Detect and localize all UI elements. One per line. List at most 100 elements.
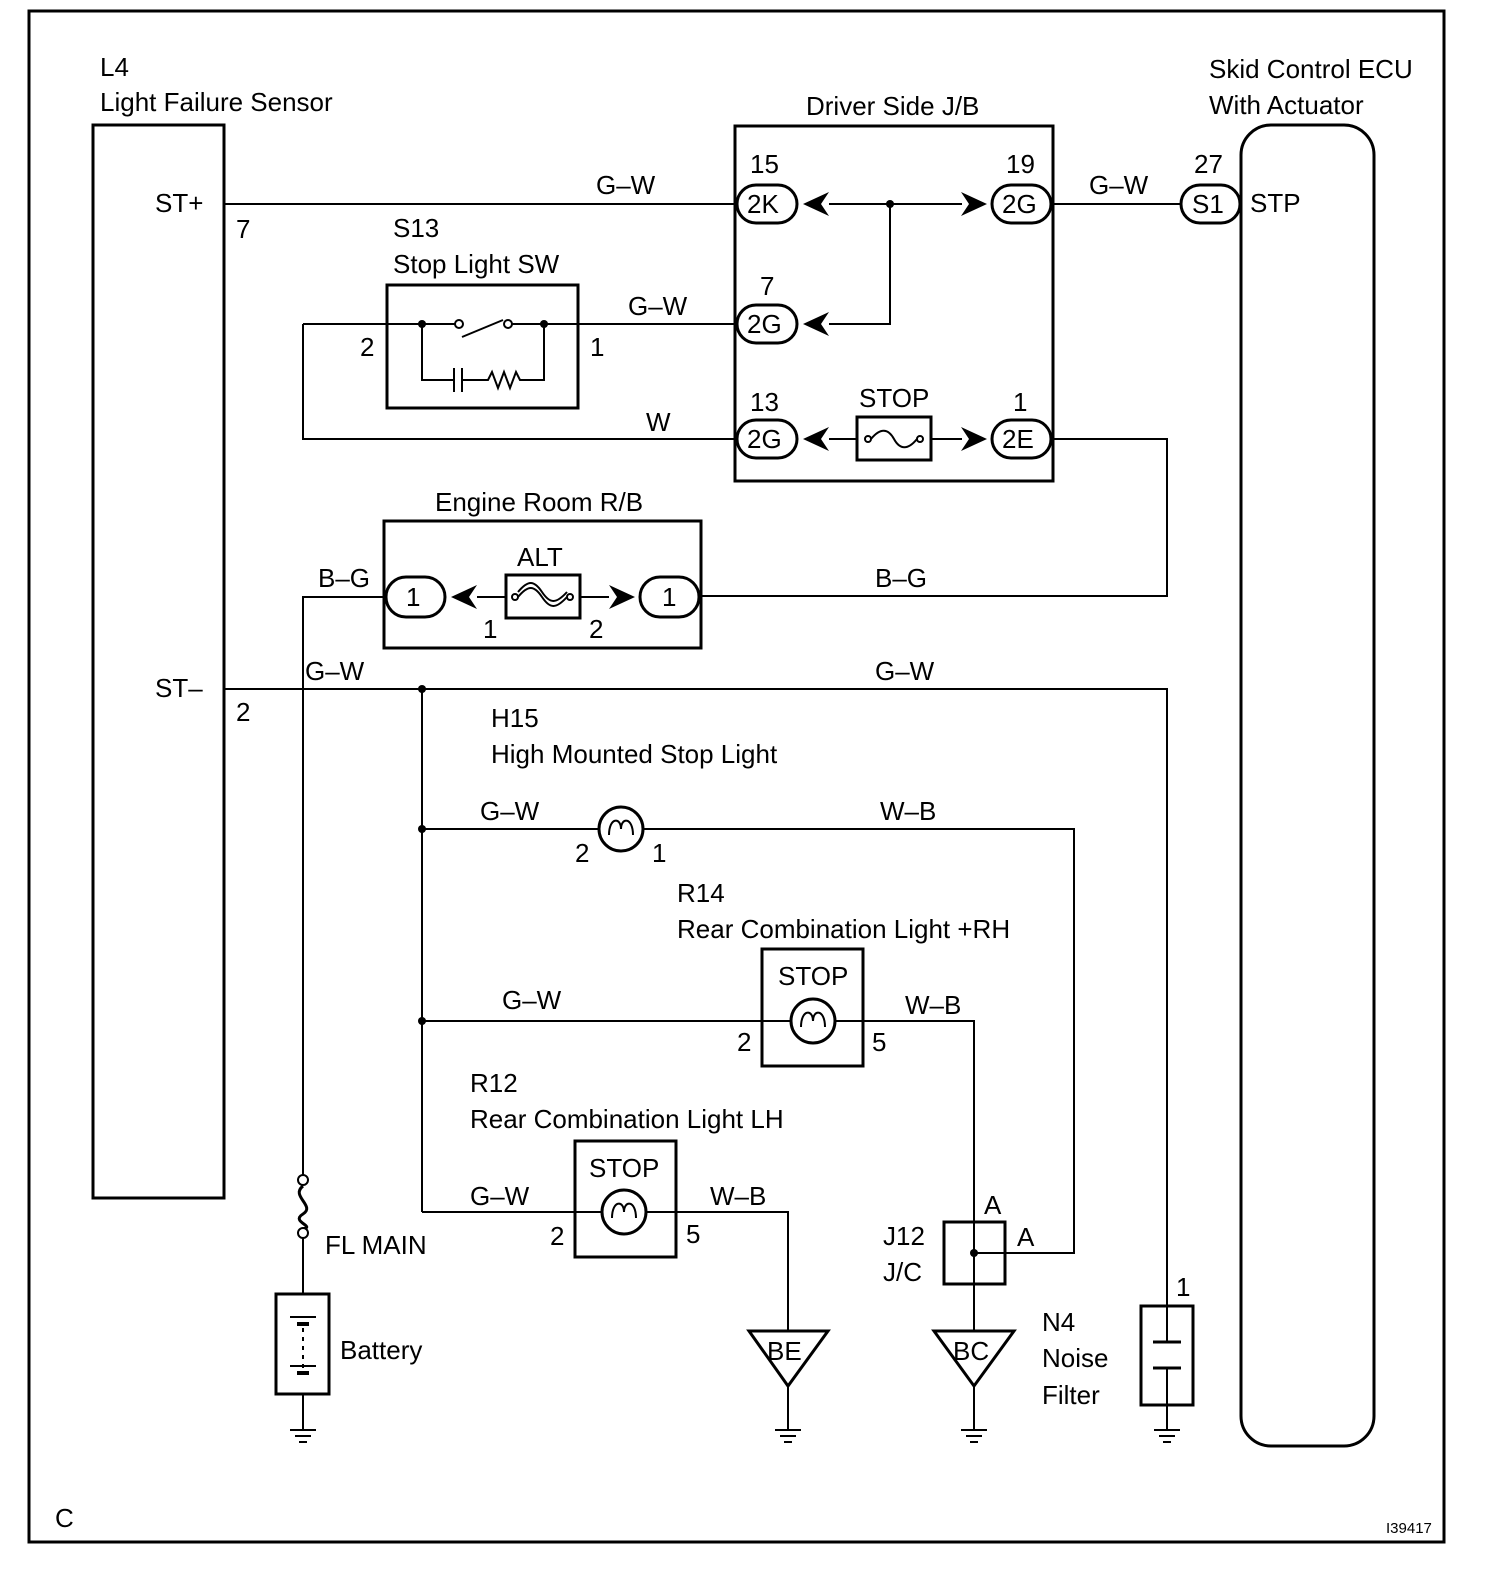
r12-ref: R12 xyxy=(470,1068,518,1098)
fusible-link-icon xyxy=(297,1174,309,1239)
jb-2e-num: 1 xyxy=(1013,387,1027,417)
battery-label: Battery xyxy=(340,1335,422,1365)
s13-pin-right: 1 xyxy=(590,332,604,362)
ground-icon xyxy=(774,1429,802,1443)
ground-icon xyxy=(931,1329,1017,1389)
ground-icon xyxy=(1153,1429,1181,1443)
arrow-icon xyxy=(803,192,829,216)
connector-2k-label: 2K xyxy=(747,189,779,219)
ecu-pin-num: 27 xyxy=(1194,149,1223,179)
jb-2g13-num: 13 xyxy=(750,387,779,417)
rb-connector-right xyxy=(638,575,701,619)
jb-2g7-num: 7 xyxy=(760,271,774,301)
ecu-name-line1: Skid Control ECU xyxy=(1209,54,1413,84)
driver-side-jb xyxy=(733,124,1055,483)
r14-pin-left: 2 xyxy=(737,1027,751,1057)
arrow-icon xyxy=(961,192,987,216)
r12-pin-left: 2 xyxy=(550,1221,564,1251)
jb-fuse-label: STOP xyxy=(859,383,929,413)
l4-pin-st-plus-num: 7 xyxy=(236,214,250,244)
corner-label: C xyxy=(55,1503,74,1533)
bulb-icon xyxy=(597,805,645,853)
wire-label-st-minus-left: G–W xyxy=(305,656,365,686)
ground-icon xyxy=(289,1429,317,1443)
connector-2g-13-label: 2G xyxy=(747,424,782,454)
battery-icon xyxy=(274,1292,331,1396)
diagram-frame xyxy=(27,9,1446,1544)
j12-pin-right: A xyxy=(1017,1222,1035,1252)
h15-ref: H15 xyxy=(491,703,539,733)
s13-name: Stop Light SW xyxy=(393,249,560,279)
jb-2k-num: 15 xyxy=(750,149,779,179)
jb-2g19-num: 19 xyxy=(1006,149,1035,179)
rb-fuse-label: ALT xyxy=(517,542,563,572)
s13-pin-left: 2 xyxy=(360,332,374,362)
wire-label-s13-stop: W xyxy=(646,407,671,437)
arrow-icon xyxy=(803,427,829,451)
s13-ref: S13 xyxy=(393,213,439,243)
arrow-icon xyxy=(961,427,987,451)
ground-be-label: BE xyxy=(767,1336,802,1366)
rb-connector-left-label: 1 xyxy=(406,582,420,612)
rb-pin-left: 1 xyxy=(483,614,497,644)
r14-name: Rear Combination Light +RH xyxy=(677,914,1010,944)
ground-bc-label: BC xyxy=(953,1336,989,1366)
connector-2g-7-label: 2G xyxy=(747,309,782,339)
fl-main-label: FL MAIN xyxy=(325,1230,427,1260)
ecu-pin-stp: STP xyxy=(1250,188,1301,218)
wire-label-alt-right: B–G xyxy=(875,563,927,593)
l4-pin-st-minus: ST– xyxy=(155,673,203,703)
bulb-icon xyxy=(600,1188,648,1236)
wire-label-h15-left: G–W xyxy=(480,796,540,826)
wire-label-st-plus-jb: G–W xyxy=(596,170,656,200)
r14-lamp-label: STOP xyxy=(778,961,848,991)
wire-label-r12-right: W–B xyxy=(710,1181,766,1211)
connector-2e-label: 2E xyxy=(1002,424,1034,454)
j12-pin-top: A xyxy=(984,1190,1002,1220)
wire-label-r14-left: G–W xyxy=(502,985,562,1015)
j12-name: J/C xyxy=(883,1257,922,1287)
wire-label-r12-left: G–W xyxy=(470,1181,530,1211)
n4-name-line1: Noise xyxy=(1042,1343,1108,1373)
fuse-icon xyxy=(477,573,609,620)
r12-name: Rear Combination Light LH xyxy=(470,1104,784,1134)
l4-ref: L4 xyxy=(100,52,129,82)
rb-connector-right-label: 1 xyxy=(662,582,676,612)
h15-pin-left: 2 xyxy=(575,838,589,868)
figure-id: I39417 xyxy=(1386,1520,1432,1537)
engine-room-rb xyxy=(382,519,703,650)
wire-label-h15-right: W–B xyxy=(880,796,936,826)
r12-rear-combination-light-lh xyxy=(573,1139,678,1259)
r14-ref: R14 xyxy=(677,878,725,908)
arrow-icon xyxy=(609,585,635,609)
h15-name: High Mounted Stop Light xyxy=(491,739,778,769)
wire-label-s13-jb: G–W xyxy=(628,291,688,321)
l4-name: Light Failure Sensor xyxy=(100,87,333,117)
r12-pin-right: 5 xyxy=(686,1219,700,1249)
l4-pin-st-plus: ST+ xyxy=(155,188,203,218)
n4-pin: 1 xyxy=(1176,1272,1190,1302)
n4-ref: N4 xyxy=(1042,1307,1075,1337)
wire-label-alt-left: B–G xyxy=(318,563,370,593)
r14-rear-combination-light-rh xyxy=(760,947,865,1068)
connector-2g-19-label: 2G xyxy=(1002,189,1037,219)
j12-ref: J12 xyxy=(883,1221,925,1251)
wire-label-jb-ecu: G–W xyxy=(1089,170,1149,200)
r14-pin-right: 5 xyxy=(872,1027,886,1057)
splice-dot xyxy=(970,1249,978,1257)
r12-lamp-label: STOP xyxy=(589,1153,659,1183)
bulb-icon xyxy=(789,997,837,1045)
ground-icon xyxy=(746,1329,831,1389)
wire-label-st-minus-right: G–W xyxy=(875,656,935,686)
rb-name: Engine Room R/B xyxy=(435,487,643,517)
ecu-name-line2: With Actuator xyxy=(1209,90,1364,120)
arrow-icon xyxy=(451,585,477,609)
jb-name: Driver Side J/B xyxy=(806,91,979,121)
rb-pin-right: 2 xyxy=(589,614,603,644)
h15-pin-right: 1 xyxy=(652,838,666,868)
l4-pin-st-minus-num: 2 xyxy=(236,697,250,727)
fuse-icon xyxy=(855,415,933,462)
connector-s1-label: S1 xyxy=(1192,189,1224,219)
l4-light-failure-sensor xyxy=(91,123,226,1200)
